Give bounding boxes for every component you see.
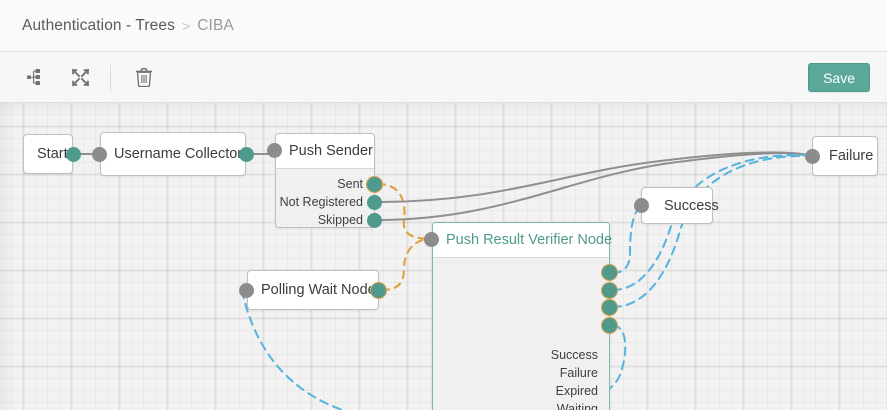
port-skipped-connector[interactable] xyxy=(367,213,382,228)
edge-polling-wait-to-verifier xyxy=(380,237,430,292)
node-username-collector[interactable]: Username Collector xyxy=(100,132,246,176)
node-username-collector-input-connector[interactable] xyxy=(92,147,107,162)
toolbar-divider xyxy=(110,65,111,91)
node-push-sender-header: Push Sender xyxy=(276,134,374,169)
node-push-result-verifier-node-input-connector[interactable] xyxy=(424,232,439,247)
breadcrumb: Authentication - Trees > CIBA xyxy=(0,17,234,35)
expand-icon xyxy=(71,68,90,87)
port-waiting-connector[interactable] xyxy=(602,318,617,333)
node-polling-wait-node-title: Polling Wait Node xyxy=(261,282,376,298)
node-push-sender-title: Push Sender xyxy=(289,143,373,159)
breadcrumb-bar: Authentication - Trees > CIBA xyxy=(0,0,887,52)
port-skipped: Skipped xyxy=(317,213,363,227)
node-push-sender[interactable]: Push Sender Sent Not Registered Skipped xyxy=(275,133,375,228)
node-success-input-connector[interactable] xyxy=(634,198,649,213)
node-start-output-connector[interactable] xyxy=(66,147,81,162)
node-push-sender-ports: Sent Not Registered Skipped xyxy=(276,169,374,229)
edge-skipped-to-failure xyxy=(377,152,809,221)
breadcrumb-separator-icon: > xyxy=(181,17,191,34)
port-sent-connector[interactable] xyxy=(367,177,382,192)
port-expired: Expired xyxy=(555,384,598,398)
save-button[interactable]: Save xyxy=(808,63,870,92)
node-polling-wait-node-output-connector[interactable] xyxy=(371,283,386,298)
port-failure-connector[interactable] xyxy=(602,283,617,298)
node-push-result-verifier-node-header: Push Result Verifier Node xyxy=(433,223,613,258)
delete-button[interactable] xyxy=(121,52,167,102)
port-not-registered-connector[interactable] xyxy=(367,195,382,210)
port-success-connector[interactable] xyxy=(602,265,617,280)
node-failure-input-connector[interactable] xyxy=(805,149,820,164)
port-failure: Failure xyxy=(559,366,598,380)
editor-toolbar: Save xyxy=(0,52,887,103)
node-polling-wait-node[interactable]: Polling Wait Node xyxy=(247,270,379,310)
node-username-collector-title: Username Collector xyxy=(114,146,243,162)
node-push-result-verifier-node[interactable]: Push Result Verifier Node Success Failur… xyxy=(432,222,613,410)
node-push-result-verifier-node-title: Push Result Verifier Node xyxy=(446,232,613,248)
tree-layout-button[interactable] xyxy=(14,52,60,102)
trash-icon xyxy=(136,67,152,87)
edge-verifier-expired-to-failure xyxy=(611,154,808,309)
breadcrumb-root-link[interactable]: Authentication - Trees xyxy=(22,16,175,34)
edge-sent-to-verifier xyxy=(376,182,430,241)
node-failure-title: Failure xyxy=(829,148,874,164)
node-success-title: Success xyxy=(664,197,719,214)
node-start-title: Start xyxy=(37,146,68,162)
node-polling-wait-node-input-connector[interactable] xyxy=(239,283,254,298)
port-sent: Sent xyxy=(337,177,363,191)
node-username-collector-output-connector[interactable] xyxy=(239,147,254,162)
node-push-sender-input-connector[interactable] xyxy=(267,143,282,158)
port-waiting: Waiting xyxy=(556,402,598,410)
port-success: Success xyxy=(550,348,598,362)
node-push-result-verifier-node-ports: Success Failure Expired Waiting xyxy=(433,258,609,410)
edge-verifier-success-to-success xyxy=(611,204,643,275)
node-failure[interactable]: Failure xyxy=(812,136,878,176)
tree-canvas[interactable]: Start Username Collector Push Sender Sen… xyxy=(0,103,887,410)
breadcrumb-current: CIBA xyxy=(197,16,234,34)
port-not-registered: Not Registered xyxy=(279,195,363,209)
edge-not-registered-to-failure xyxy=(377,151,809,203)
tree-layout-icon xyxy=(27,68,47,86)
node-success[interactable]: Success xyxy=(641,187,719,224)
port-expired-connector[interactable] xyxy=(602,300,617,315)
expand-button[interactable] xyxy=(57,52,103,102)
